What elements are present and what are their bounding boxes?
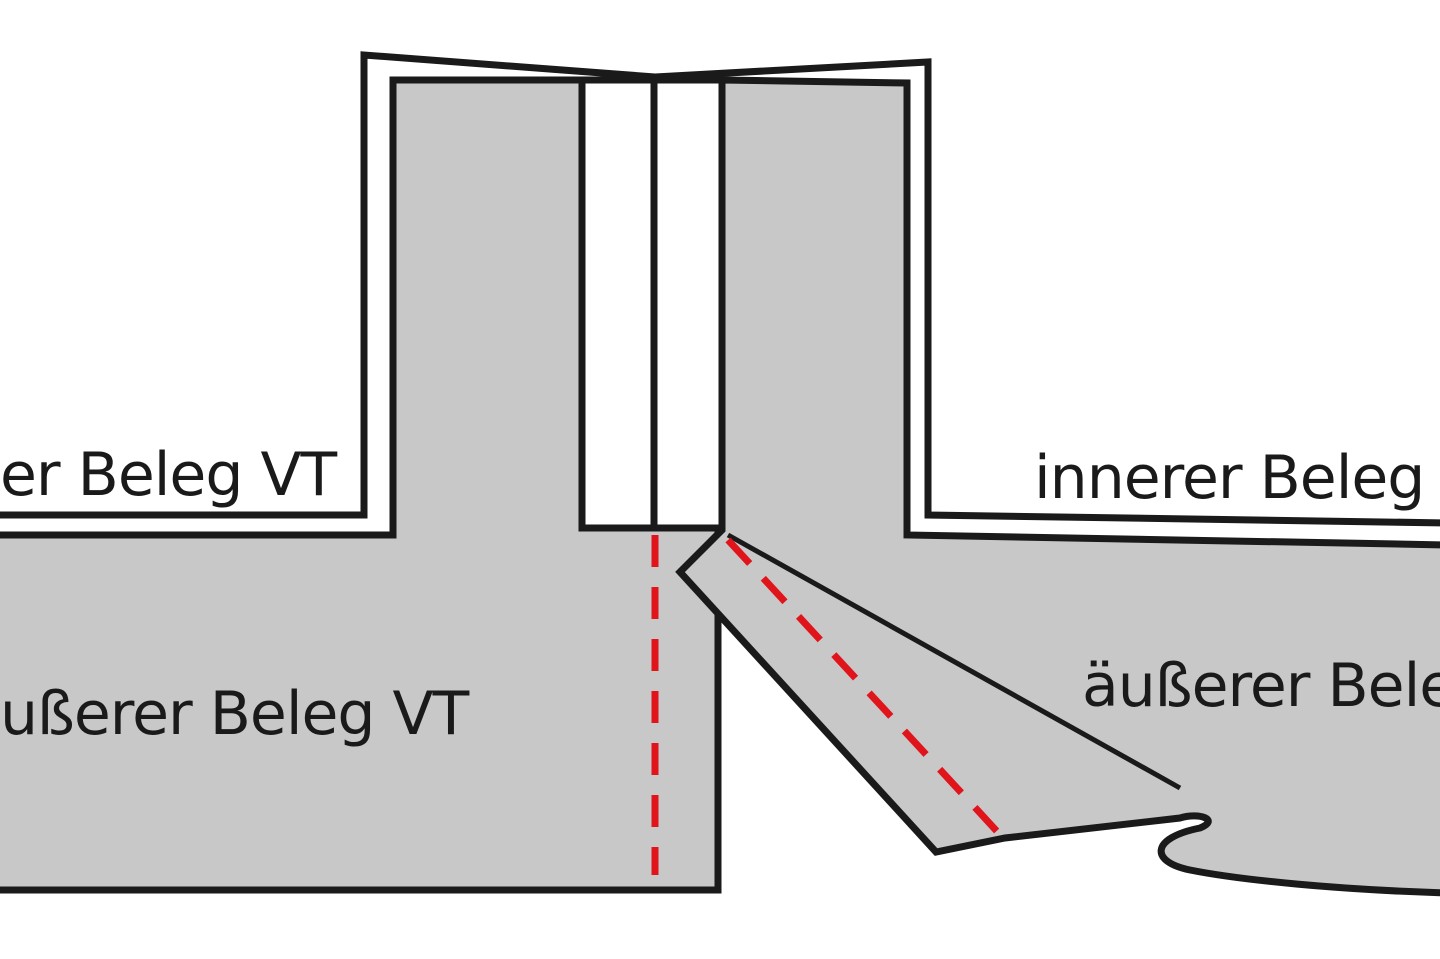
inner-facing-left-outline (0, 51, 656, 519)
outer-facing-left-piece (0, 76, 722, 894)
label-inner-facing-right: innerer Beleg (1034, 443, 1424, 513)
fold-crease (726, 532, 1182, 791)
label-outer-facing-right: äußerer Bele (1082, 651, 1440, 721)
outer-facing-right-piece (675, 76, 1440, 897)
seam-line-diagonal (725, 537, 1008, 843)
label-outer-facing-left: ußerer Beleg VT (0, 679, 470, 749)
label-inner-facing-left: er Beleg VT (0, 440, 338, 510)
inner-facing-right-outline (654, 58, 1440, 527)
